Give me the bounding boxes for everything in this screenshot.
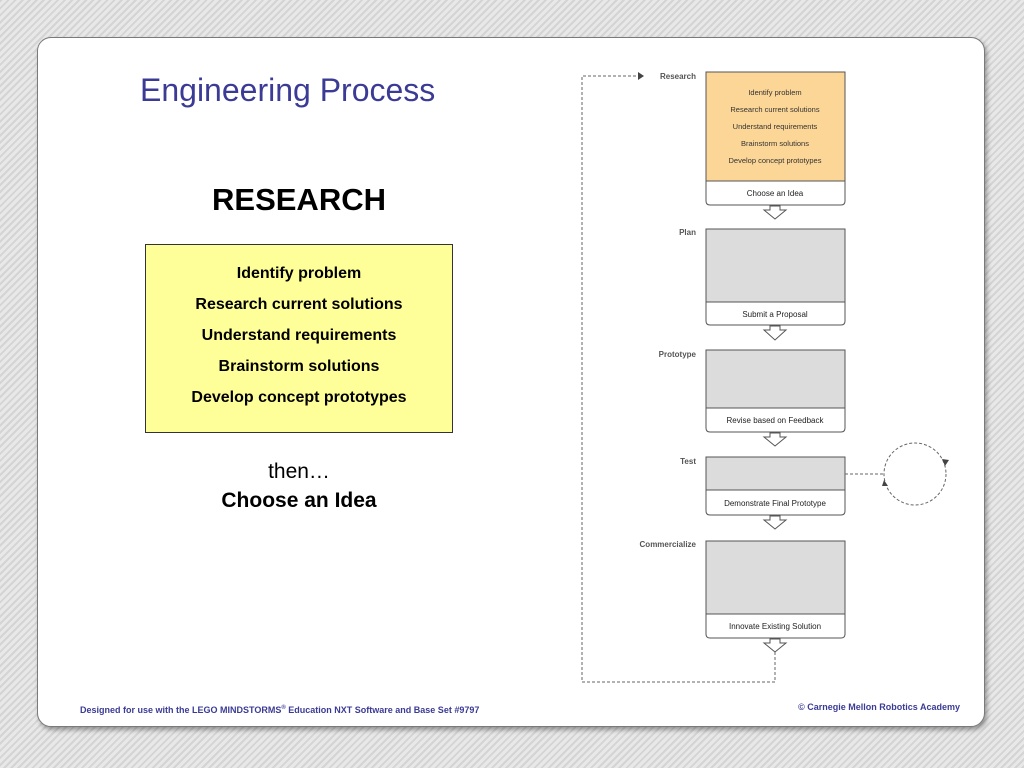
stage-item: Develop concept prototypes [729, 156, 822, 165]
commercialize-stage-box [705, 540, 846, 615]
stage-label: Commercialize [640, 540, 697, 549]
outcome-box [705, 407, 846, 433]
stage-label: Plan [679, 228, 696, 237]
down-arrow-icon [762, 205, 788, 220]
plan-stage-box [705, 228, 846, 303]
stage-outcome: Submit a Proposal [742, 310, 808, 319]
footer-copyright: © Carnegie Mellon Robotics Academy [798, 702, 960, 712]
stage-outcome: Revise based on Feedback [727, 416, 825, 425]
loop-arrowhead [942, 459, 949, 466]
down-arrow-icon [762, 432, 788, 447]
loop-arrowhead [882, 480, 888, 486]
stage-label: Prototype [659, 350, 697, 359]
stage-label: Test [680, 457, 696, 466]
down-arrow-icon [762, 638, 788, 653]
research-step: Develop concept prototypes [191, 389, 407, 406]
outcome-box [705, 301, 846, 326]
slide-title: Engineering Process [140, 72, 436, 108]
research-steps-box: Identify problem Research current soluti… [145, 244, 453, 433]
stage-item: Identify problem [748, 88, 801, 97]
research-heading: RESEARCH [212, 182, 386, 217]
down-arrow-icon [762, 325, 788, 341]
choose-idea-label: Choose an Idea [221, 489, 377, 512]
loop-arrowhead [638, 72, 644, 80]
outcome-box [705, 489, 846, 516]
stage-item: Research current solutions [730, 105, 819, 114]
down-arrow-icon [762, 515, 788, 530]
stage-item: Understand requirements [733, 122, 818, 131]
registered-mark: ® [281, 705, 286, 711]
test-stage-box [705, 456, 846, 491]
footer-credit-text: Education NXT Software and Base Set #979… [285, 705, 480, 715]
loop-back-path [581, 75, 776, 683]
process-flow-diagram: Research Identify problem Research curre… [581, 71, 949, 683]
footer-credit-text: Designed for use with the LEGO MINDSTORM… [80, 705, 282, 715]
stage-item: Brainstorm solutions [741, 139, 809, 148]
stage-label: Research [660, 72, 696, 81]
footer-credit: Designed for use with the LEGO MINDSTORM… [80, 702, 479, 716]
stage-outcome: Innovate Existing Solution [729, 622, 821, 631]
research-step: Brainstorm solutions [218, 358, 380, 375]
outcome-box [705, 613, 846, 639]
research-stage-box [705, 71, 846, 182]
stage-outcome: Choose an Idea [747, 189, 804, 198]
outcome-box [705, 180, 846, 206]
research-step: Research current solutions [195, 296, 403, 313]
then-label: then… [268, 460, 330, 483]
research-step: Identify problem [236, 265, 362, 282]
research-step: Understand requirements [201, 327, 397, 344]
stage-outcome: Demonstrate Final Prototype [724, 499, 826, 508]
iteration-loop [883, 442, 947, 506]
prototype-stage-box [705, 349, 846, 409]
